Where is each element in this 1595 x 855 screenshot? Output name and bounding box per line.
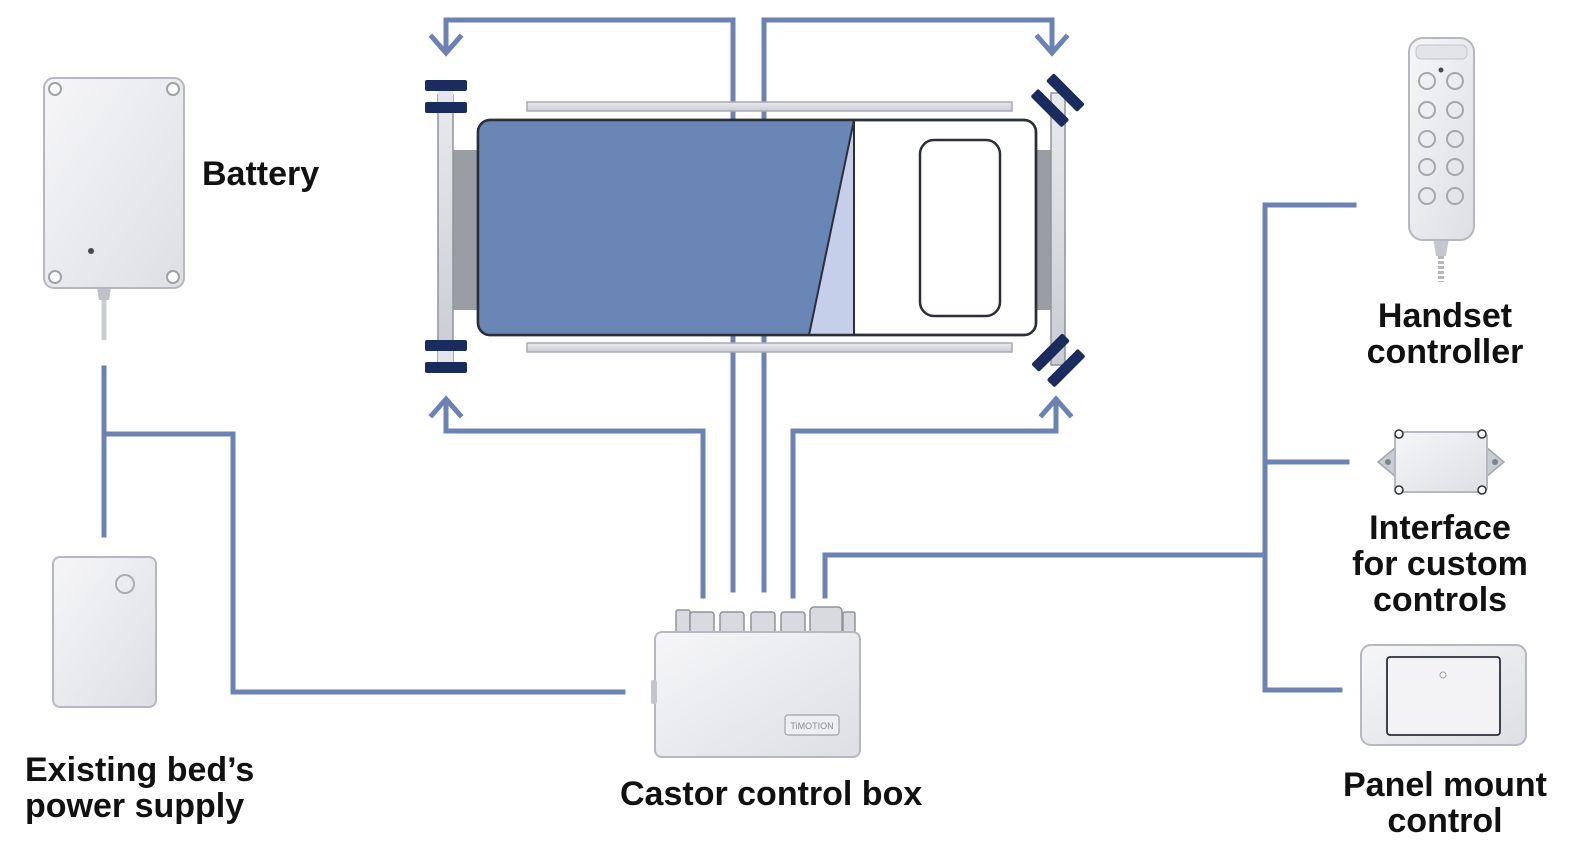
battery-device: [43, 77, 185, 340]
panel-switch: [1386, 656, 1501, 736]
battery-label: Battery: [202, 155, 320, 193]
castor-box-plugs: [675, 606, 856, 637]
interface-device: [1376, 429, 1506, 495]
panel-label-line-1: Panel mount: [1342, 766, 1548, 804]
bed-side-rail-bottom: [526, 342, 1013, 353]
castor-box-label: Castor control box: [620, 775, 923, 813]
panel-mount-device: [1360, 644, 1527, 746]
device-badge-text: TiMOTION: [790, 721, 833, 731]
bottom-left-castor-line: [443, 400, 706, 599]
interface-label-line-3: controls: [1372, 581, 1508, 619]
arrow-head-bottom-left: [428, 395, 464, 419]
bottom-right-castor-line: [790, 400, 1059, 599]
bed-headboard: [1050, 92, 1066, 366]
arrow-head-bottom-right: [1038, 395, 1074, 419]
arrow-head-top-left: [428, 33, 464, 57]
handset-label-line-1: Handset: [1377, 297, 1513, 335]
handset-controller-device: [1408, 37, 1475, 282]
castor-top-left: [425, 80, 467, 113]
castor-bottom-left: [425, 340, 467, 373]
bed-footboard: [437, 94, 454, 366]
handset-label-line-2: controller: [1366, 333, 1524, 371]
bed-pillow: [918, 138, 1002, 318]
bed-side-rail-top: [526, 101, 1013, 112]
panel-label: Panel mount control: [1330, 767, 1560, 839]
arrow-head-top-right: [1034, 33, 1070, 57]
power-supply-device: [52, 556, 157, 708]
handset-buttons: [1418, 72, 1464, 205]
interface-label-line-2: for custom: [1352, 545, 1528, 583]
power-to-box-line: [104, 431, 626, 695]
device-badge: [784, 714, 840, 736]
power-supply-label-line-1: Existing bed’s: [25, 751, 255, 789]
interface-label: Interface for custom controls: [1335, 510, 1545, 618]
bed-blanket: [478, 120, 854, 335]
panel-label-line-2: control: [1387, 802, 1503, 840]
castor-bottom-right: [1031, 333, 1085, 387]
handset-label: Handset controller: [1345, 298, 1545, 370]
castor-top-right: [1031, 73, 1085, 127]
interface-label-line-1: Interface: [1369, 509, 1511, 547]
power-supply-label-line-2: power supply: [25, 787, 245, 825]
castor-control-box: TiMOTION: [651, 606, 861, 758]
power-supply-label: Existing bed’s power supply: [25, 752, 254, 824]
controls-bus-line: [822, 552, 1268, 599]
bed: [425, 73, 1085, 387]
